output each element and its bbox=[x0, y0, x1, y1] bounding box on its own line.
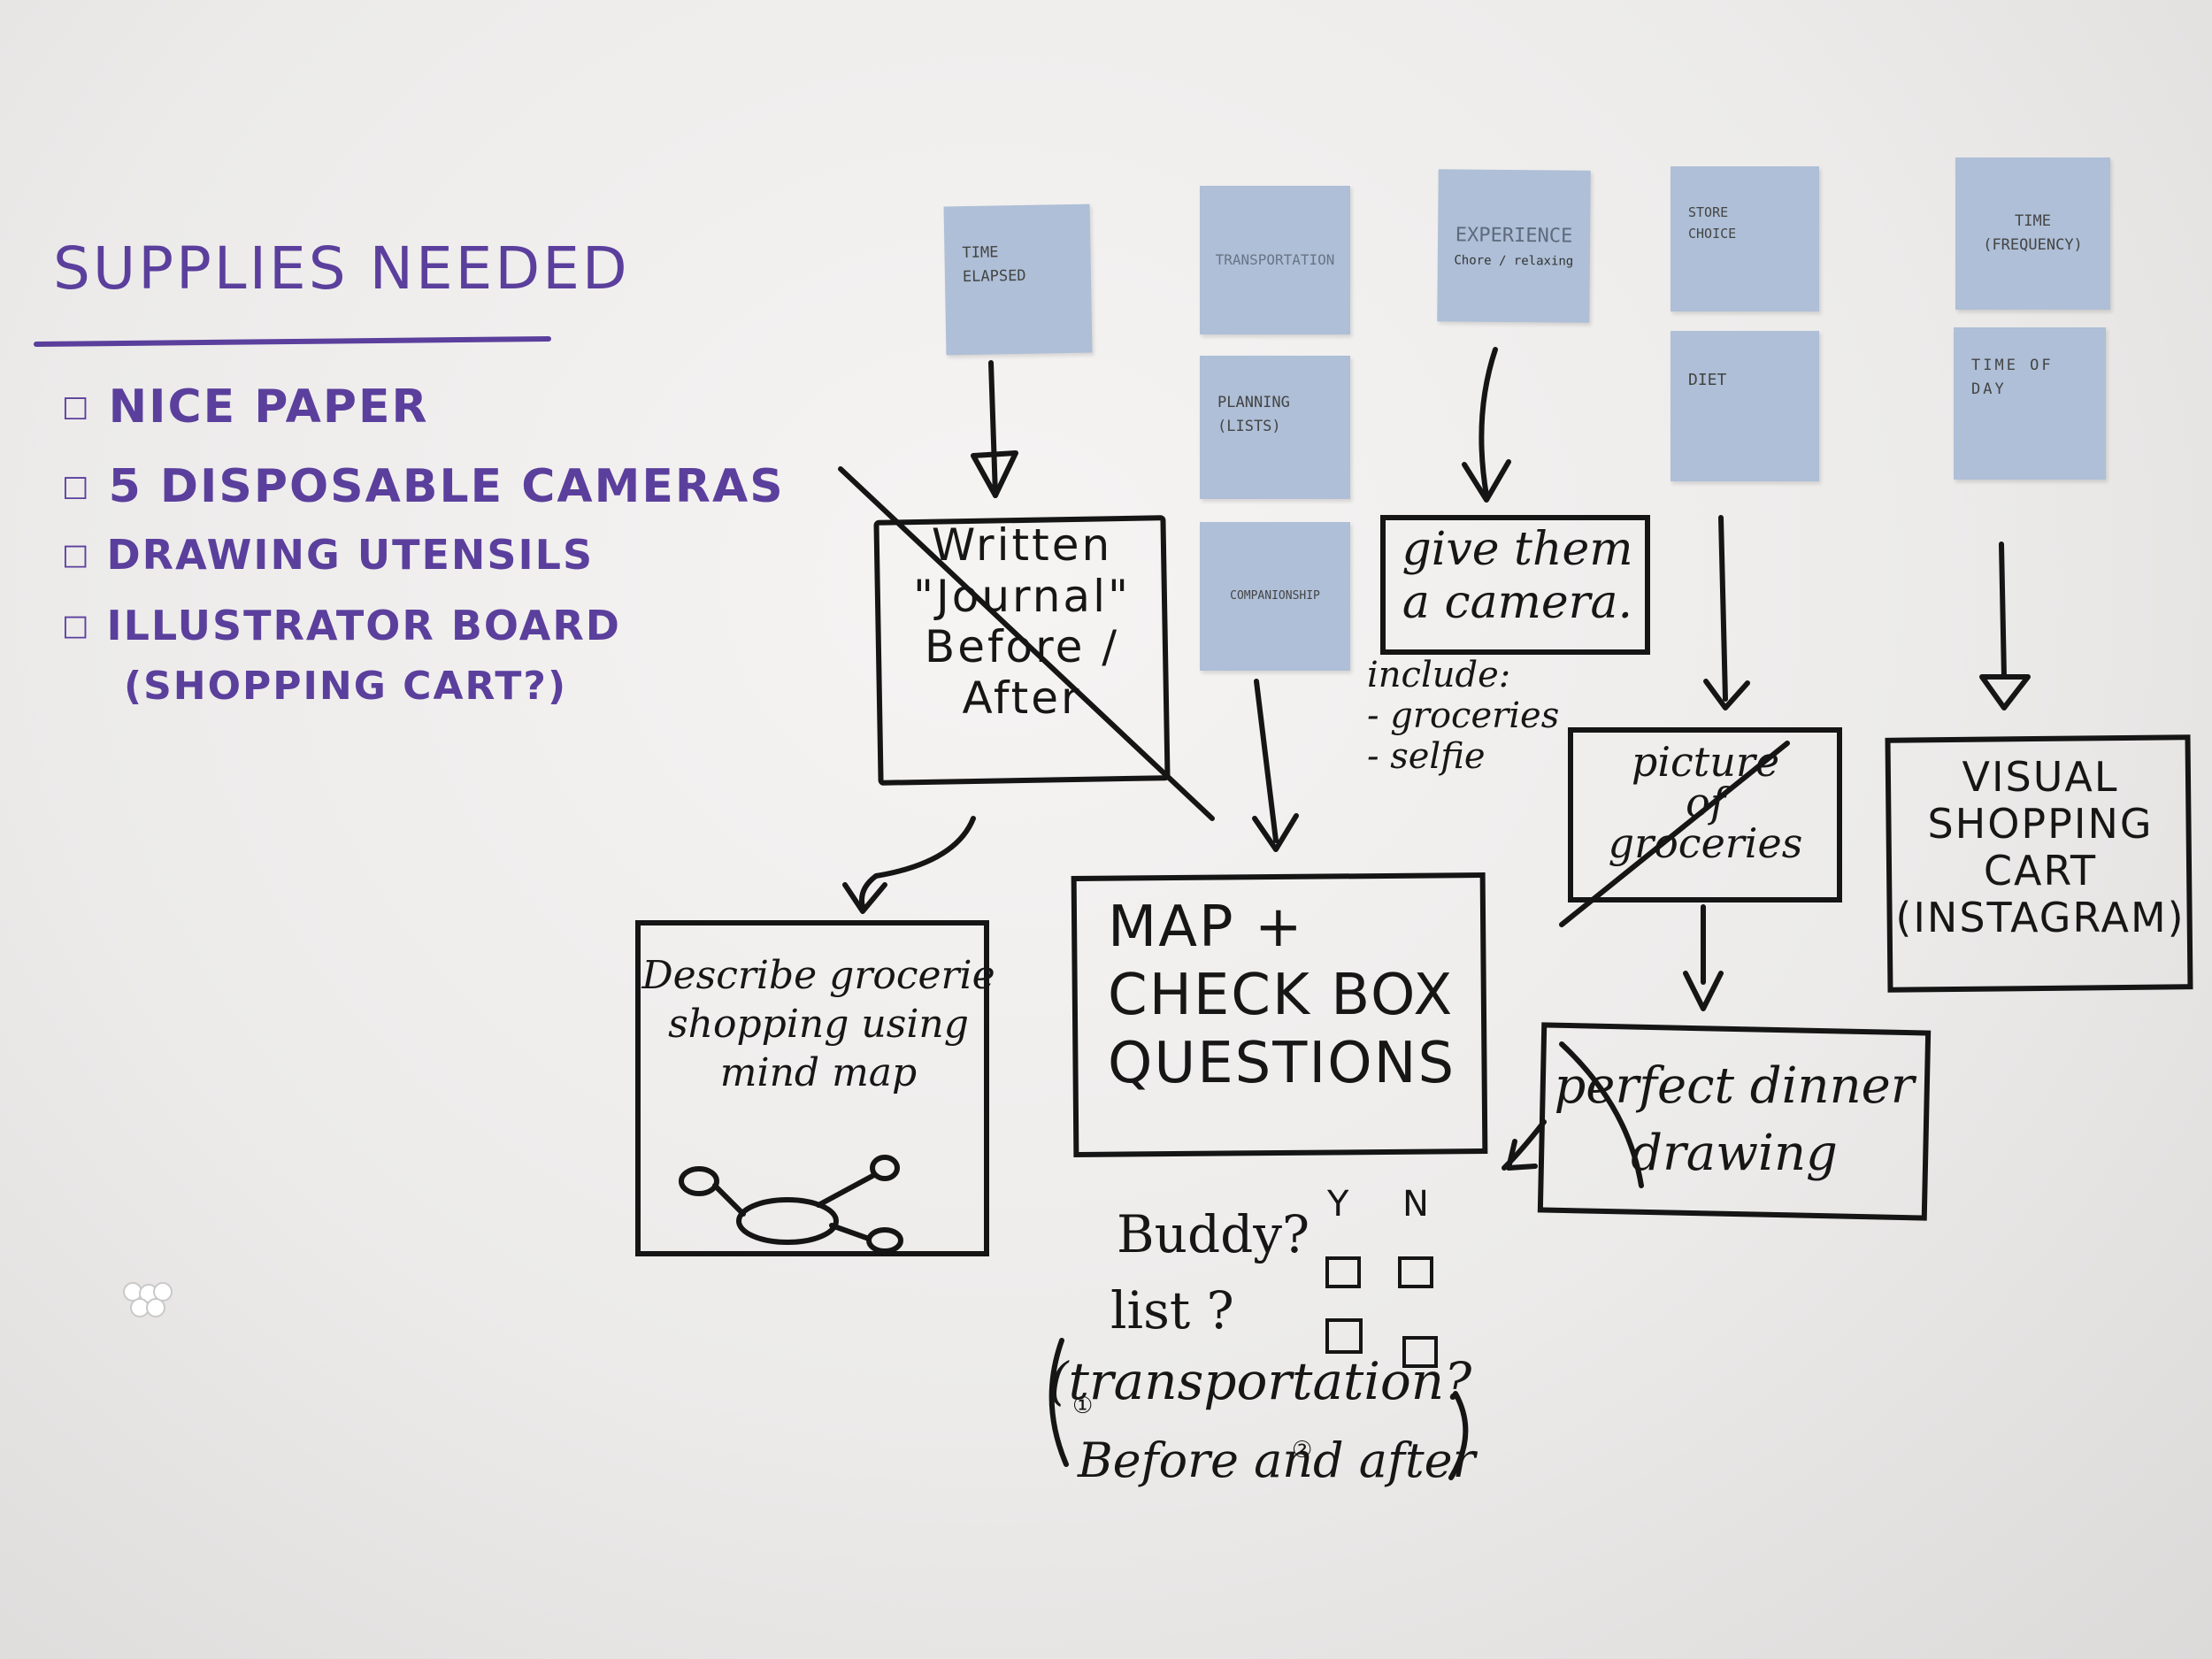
visual-cart-text: Visual Shopping Cart (Instagram) bbox=[1895, 753, 2185, 941]
sticky-planning: Planning (lists) bbox=[1200, 356, 1350, 499]
arrow-down bbox=[1479, 347, 1498, 498]
supply-item: ☐ 5 Disposable Cameras bbox=[62, 460, 785, 513]
column-label-y: Y bbox=[1327, 1184, 1349, 1225]
question-transportation: (transportation? bbox=[1048, 1351, 1472, 1411]
magnet bbox=[123, 1282, 142, 1302]
camera-text: give them a camera. bbox=[1402, 523, 1633, 629]
column-label-n: N bbox=[1402, 1184, 1429, 1225]
camera-include-note: include: - groceries - selfie bbox=[1367, 655, 1560, 777]
magnet bbox=[153, 1282, 173, 1302]
circled-two-icon: ② bbox=[1292, 1437, 1313, 1463]
supply-item: ☐ Drawing Utensils bbox=[62, 531, 595, 579]
arrow-head bbox=[1703, 679, 1750, 710]
sticky-diet: Diet bbox=[1671, 331, 1819, 481]
arrow-head bbox=[842, 882, 887, 914]
strike-line bbox=[1559, 741, 1790, 927]
checkbox-list-no bbox=[1402, 1336, 1438, 1368]
checkbox-icon: ☐ bbox=[62, 392, 91, 427]
sticky-transportation: Transportation bbox=[1200, 186, 1350, 334]
map-checkbox-text: MAP + CHECK BOX QUESTIONS bbox=[1108, 895, 1456, 1096]
arrow-head bbox=[971, 450, 1018, 498]
checkbox-icon: ☐ bbox=[62, 540, 91, 576]
mindmap-link bbox=[829, 1223, 872, 1241]
circled-one-icon: ① bbox=[1072, 1393, 1094, 1419]
strike-line bbox=[1559, 1041, 1644, 1188]
mindmap-node bbox=[679, 1166, 719, 1196]
arrow-head bbox=[1506, 1139, 1538, 1171]
supply-item: ☐ Nice Paper bbox=[62, 380, 429, 434]
checkbox-buddy-no bbox=[1398, 1256, 1433, 1288]
question-list: list ? bbox=[1110, 1280, 1234, 1340]
sticky-time-frequency: Time (Frequency) bbox=[1955, 157, 2110, 310]
parenthesis bbox=[1448, 1391, 1469, 1480]
arrow-down bbox=[1718, 515, 1728, 702]
mindmap-node bbox=[870, 1155, 900, 1181]
arrow-head bbox=[1252, 813, 1299, 852]
magnet bbox=[146, 1298, 165, 1317]
checkbox-icon: ☐ bbox=[62, 611, 91, 647]
arrow-head bbox=[1683, 971, 1724, 1011]
supply-note: (Shopping Cart?) bbox=[124, 664, 568, 709]
arrow-down bbox=[1999, 541, 2007, 680]
mindmap-box bbox=[635, 920, 989, 1256]
journal-text: Written "Journal" Before / After bbox=[913, 519, 1131, 724]
arrow-curve bbox=[859, 816, 976, 910]
mindmap-text: Describe grocerie shopping using mind ma… bbox=[641, 953, 995, 1095]
mindmap-center-node bbox=[736, 1197, 839, 1245]
mindmap-link bbox=[816, 1172, 877, 1208]
sticky-time-of-day: Time of Day bbox=[1954, 327, 2106, 480]
sticky-companionship: Companionship bbox=[1200, 522, 1350, 671]
strike-line bbox=[838, 466, 1215, 821]
arrow-head bbox=[1462, 459, 1511, 503]
picture-box bbox=[1568, 727, 1842, 902]
checkbox-list-yes bbox=[1325, 1318, 1363, 1354]
dinner-text: perfect dinner drawing bbox=[1554, 1057, 1915, 1182]
sticky-store-choice: Store Choice bbox=[1671, 166, 1819, 311]
camera-box bbox=[1380, 515, 1650, 655]
mindmap-link bbox=[712, 1183, 746, 1217]
mindmap-node bbox=[866, 1227, 903, 1254]
question-buddy: Buddy? bbox=[1117, 1204, 1310, 1264]
parenthesis bbox=[1048, 1338, 1069, 1467]
checkbox-buddy-yes bbox=[1325, 1256, 1361, 1288]
question-before-after: Before and after bbox=[1078, 1432, 1476, 1488]
picture-text: picture of groceries bbox=[1608, 738, 1803, 867]
arrow-head bbox=[1979, 674, 2031, 710]
arrow-down bbox=[1254, 679, 1279, 843]
supply-item: ☐ Illustrator Board bbox=[62, 602, 621, 649]
supplies-title: Supplies Needed bbox=[53, 234, 630, 303]
checkbox-icon: ☐ bbox=[62, 472, 91, 507]
arrow-down bbox=[988, 360, 998, 498]
